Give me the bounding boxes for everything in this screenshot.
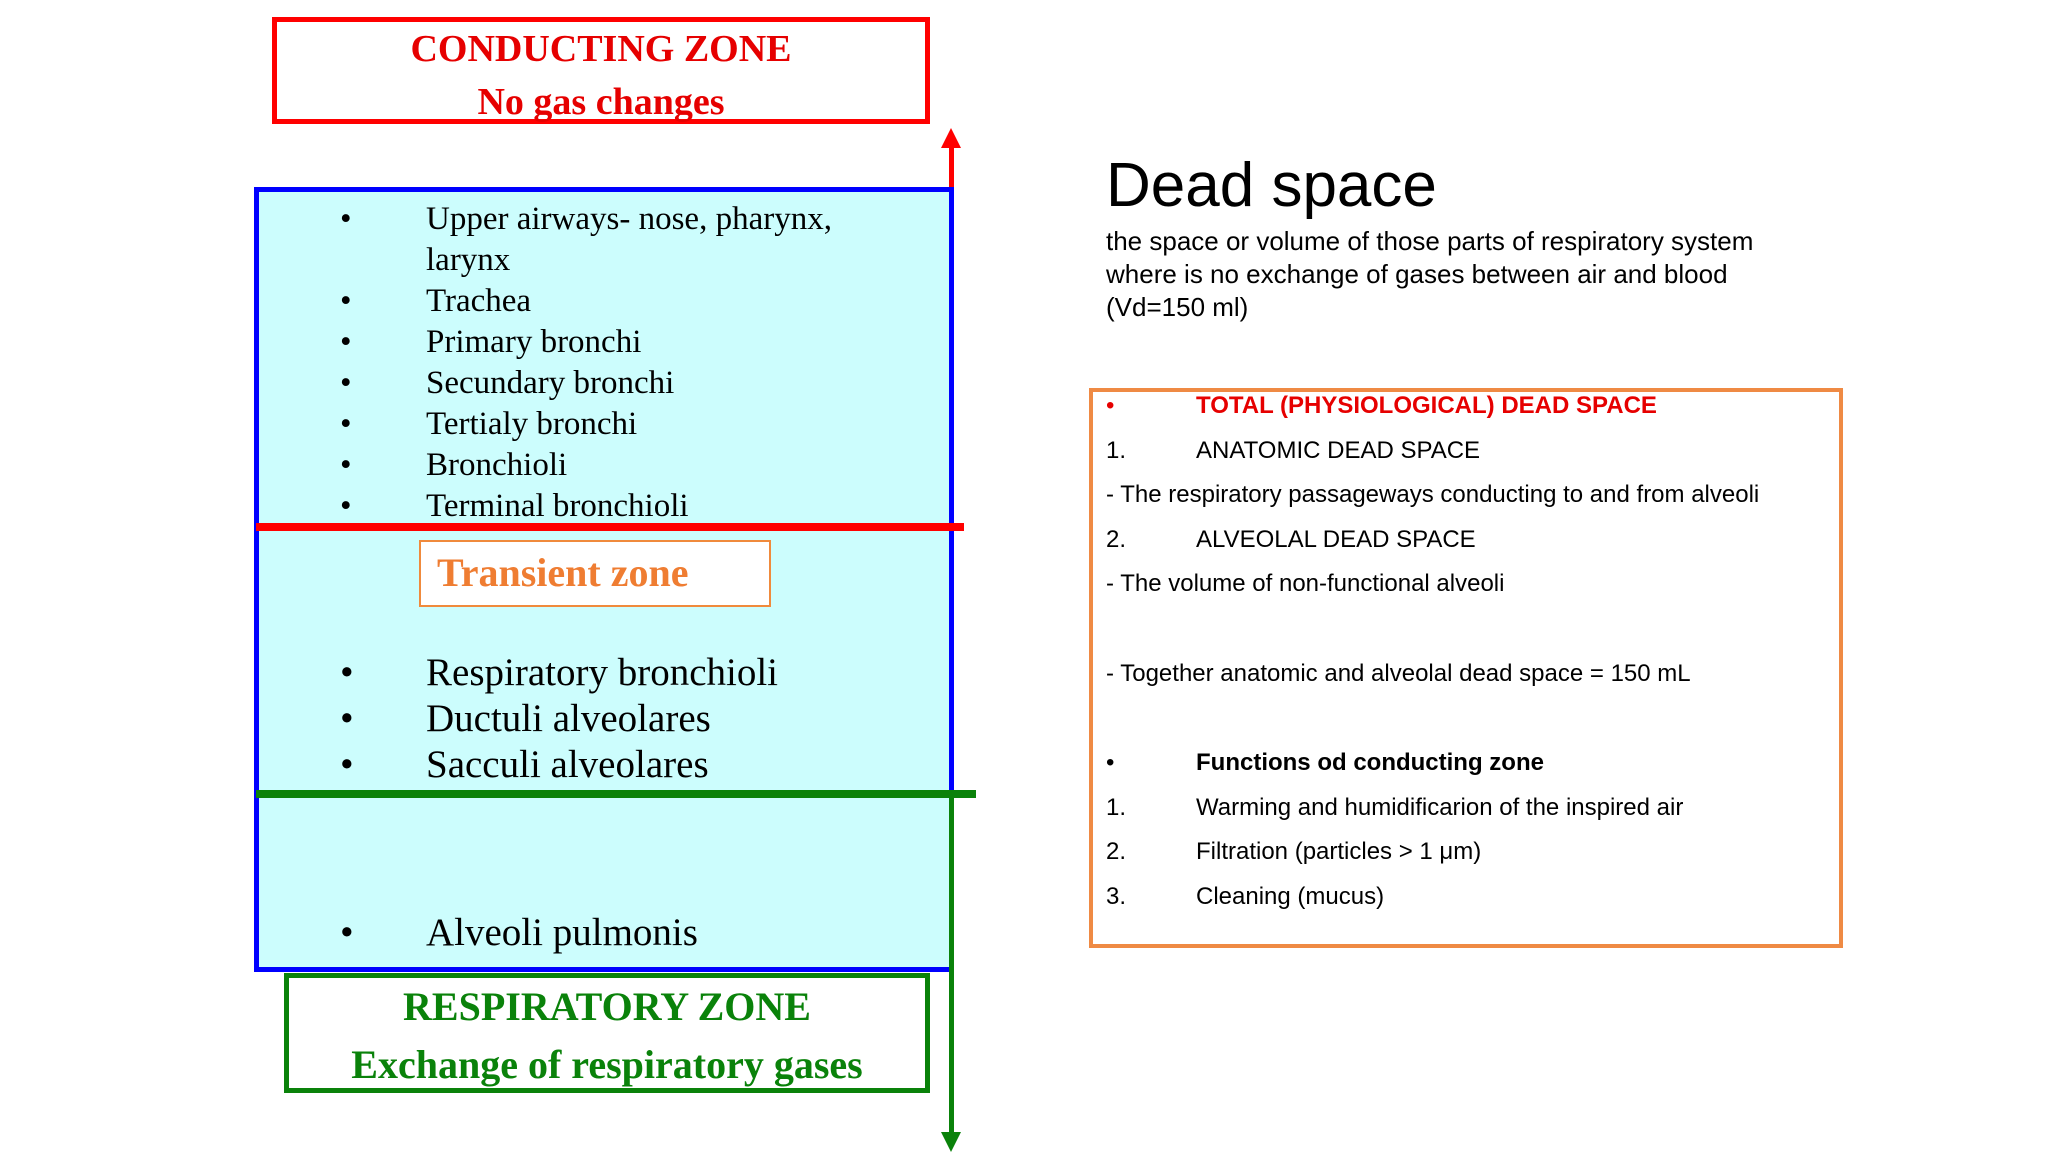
respiratory-arrow-head (941, 1132, 961, 1152)
bullet: • (340, 697, 354, 740)
list-item-text: Terminal bronchioli (426, 488, 689, 524)
list-item-text: Alveoli pulmonis (426, 911, 698, 954)
bullet: • (340, 488, 352, 524)
row-text: Functions od conducting zone (1196, 749, 1544, 776)
list-item-text: Primary bronchi (426, 324, 642, 360)
bullet: • (340, 365, 352, 401)
list-item-text: Trachea (426, 283, 532, 319)
bullet: • (340, 447, 352, 483)
dead-space-title: Dead space (1106, 151, 1437, 220)
row-marker: 2. (1106, 526, 1127, 553)
bullet: • (340, 324, 352, 360)
row-marker: 1. (1106, 794, 1127, 821)
list-item-text: Upper airways- nose, pharynx, (426, 201, 832, 237)
conducting-zone-title: CONDUCTING ZONE (410, 28, 792, 70)
conducting-boundary-line (256, 523, 964, 531)
dead-space-definition: the space or volume of those parts of re… (1106, 225, 1826, 324)
bullet: • (340, 651, 354, 694)
row-text: Cleaning (mucus) (1196, 883, 1385, 910)
row-marker: 2. (1106, 838, 1127, 865)
respiratory-boundary-line (256, 790, 976, 798)
list-item-text: Sacculi alveolares (426, 743, 709, 786)
respiratory-zone-title: RESPIRATORY ZONE (403, 984, 811, 1029)
row-text: - Together anatomic and alveolal dead sp… (1106, 660, 1691, 687)
respiratory-zone-subtitle: Exchange of respiratory gases (351, 1042, 863, 1087)
conducting-zone-box: CONDUCTING ZONE No gas changes (272, 17, 930, 124)
bullet: • (340, 743, 354, 786)
list-item-text: Secundary bronchi (426, 365, 675, 401)
bullet: • (340, 406, 352, 442)
bullet: • (340, 201, 352, 237)
respiratory-arrow-line (949, 794, 954, 1142)
row-marker: • (1106, 392, 1115, 419)
transient-zone-label: Transient zone (419, 540, 771, 607)
row-marker: • (1106, 749, 1115, 776)
definition-line: (Vd=150 ml) (1106, 292, 1249, 322)
dead-space-box (1089, 388, 1843, 948)
conducting-zone-subtitle: No gas changes (477, 81, 725, 123)
list-item-text: larynx (426, 242, 511, 278)
row-marker: 3. (1106, 883, 1127, 910)
bullet: • (340, 283, 352, 319)
row-text: ALVEOLAL DEAD SPACE (1196, 526, 1476, 553)
row-marker: 1. (1106, 437, 1127, 464)
list-item-text: Ductuli alveolares (426, 697, 711, 740)
list-item-text: Respiratory bronchioli (426, 651, 779, 694)
definition-line: the space or volume of those parts of re… (1106, 226, 1754, 256)
row-text: - The respiratory passageways conducting… (1106, 481, 1760, 508)
row-text: Filtration (particles > 1 μm) (1196, 838, 1482, 865)
conducting-arrow-head (941, 128, 961, 148)
row-text: TOTAL (PHYSIOLOGICAL) DEAD SPACE (1196, 392, 1657, 419)
row-text: Warming and humidificarion of the inspir… (1196, 794, 1684, 821)
definition-line: where is no exchange of gases between ai… (1106, 259, 1728, 289)
row-text: ANATOMIC DEAD SPACE (1196, 437, 1481, 464)
list-item-text: Tertialy bronchi (426, 406, 638, 442)
respiratory-zone-box: RESPIRATORY ZONE Exchange of respiratory… (284, 973, 930, 1093)
bullet: • (340, 911, 354, 954)
list-item-text: Bronchioli (426, 447, 568, 483)
row-text: - The volume of non-functional alveoli (1106, 570, 1505, 597)
